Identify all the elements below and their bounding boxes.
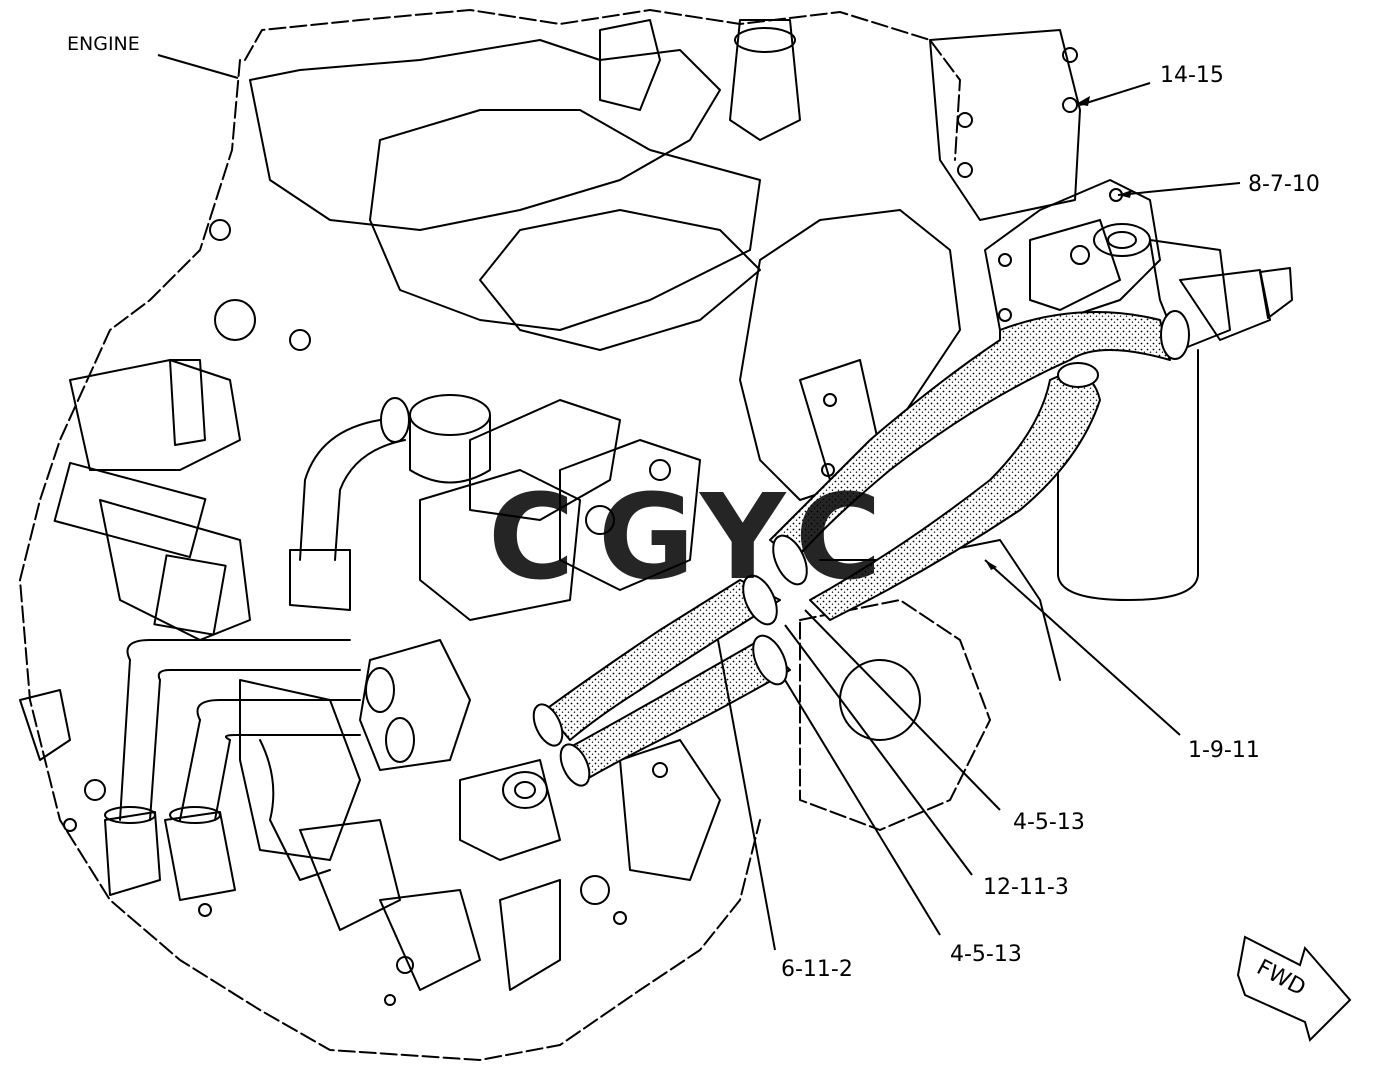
- leader-4-5-13-a: [804, 609, 1001, 811]
- callout-1-9-11: 1-9-11: [1188, 738, 1260, 763]
- leader-engine: [157, 54, 239, 79]
- label-engine: ENGINE: [67, 33, 140, 55]
- callout-4-5-13-upper: 4-5-13: [1013, 810, 1085, 835]
- leader-lines: [157, 54, 1241, 951]
- hose-upper-lower: [809, 372, 1101, 621]
- engine-outline: [19, 9, 961, 1061]
- leader-6-11-2: [717, 639, 776, 951]
- callout-12-11-3: 12-11-3: [983, 875, 1069, 900]
- watermark: C G Y C: [488, 468, 882, 606]
- watermark-letter-y: Y: [698, 468, 787, 606]
- leader-12-11-3: [784, 624, 973, 876]
- callout-6-11-2: 6-11-2: [781, 957, 853, 982]
- watermark-letter-g: G: [598, 468, 695, 606]
- watermark-letter-c1: C: [488, 468, 575, 606]
- leader-8-7-10: [1117, 182, 1241, 196]
- hose-center-b: [564, 639, 791, 781]
- callout-4-5-13-lower: 4-5-13: [950, 942, 1022, 967]
- leader-1-9-11: [984, 559, 1181, 736]
- fwd-arrow-icon: FWD: [1236, 935, 1352, 1042]
- callout-14-15: 14-15: [1160, 63, 1224, 88]
- watermark-letter-c2: C: [795, 468, 882, 606]
- hose-center-a: [544, 579, 781, 741]
- callout-8-7-10: 8-7-10: [1248, 172, 1320, 197]
- leader-14-15: [1079, 82, 1151, 106]
- leader-4-5-13-b: [784, 679, 941, 936]
